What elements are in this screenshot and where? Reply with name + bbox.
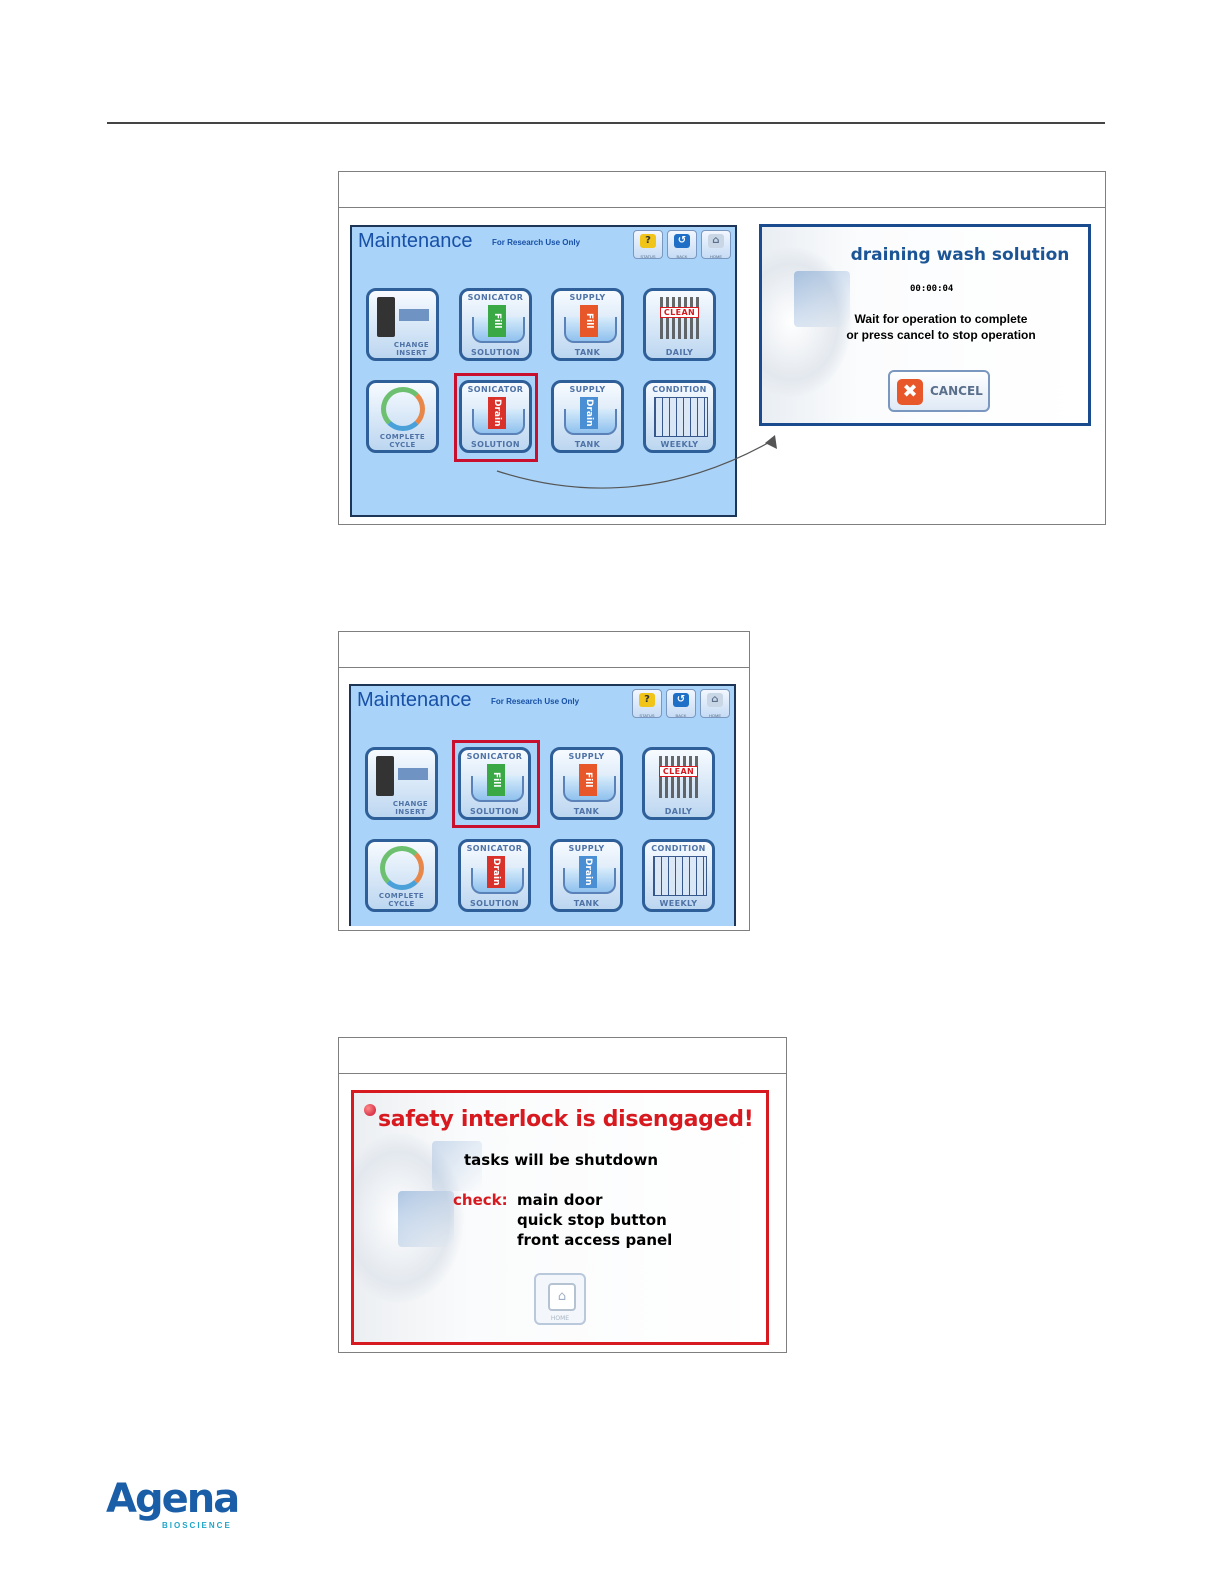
maintenance-screen: Maintenance For Research Use Only ? STAT…	[349, 684, 736, 926]
tile-supply-drain[interactable]: SUPPLY Drain TANK	[550, 839, 623, 912]
figure-safety-interlock: safety interlock is disengaged! tasks wi…	[338, 1037, 787, 1353]
tile-complete-cycle[interactable]: COMPLETE CYCLE	[366, 380, 439, 453]
drain-arrow-icon: Drain	[580, 397, 598, 429]
draining-dialog: draining wash solution 00:00:04 Wait for…	[759, 224, 1091, 426]
home-button[interactable]: ⌂ HOME	[534, 1273, 586, 1325]
arrow-left-icon	[399, 309, 429, 321]
back-icon: ↺	[673, 693, 689, 707]
check-label: check:	[453, 1191, 508, 1209]
dna-helix-icon	[794, 271, 850, 327]
tile-complete-cycle[interactable]: COMPLETE CYCLE	[365, 839, 438, 912]
arrow-left-icon	[398, 768, 428, 780]
fill-arrow-icon: Fill	[487, 764, 505, 796]
ruo-label: For Research Use Only	[492, 238, 581, 247]
maintenance-screen: Maintenance For Research Use Only ? STAT…	[350, 225, 737, 517]
dialog-title: draining wash solution	[850, 245, 1070, 265]
figure-header	[339, 632, 749, 668]
home-button[interactable]: ⌂ HOME	[700, 689, 730, 718]
status-icon: ?	[640, 234, 656, 248]
dna-helix-icon	[398, 1191, 454, 1247]
safety-dialog: safety interlock is disengaged! tasks wi…	[351, 1090, 769, 1345]
fill-arrow-icon: Fill	[580, 305, 598, 337]
tile-clean-daily[interactable]: CLEAN DAILY	[643, 288, 716, 361]
fill-arrow-icon: Fill	[579, 764, 597, 796]
cancel-button[interactable]: ✖ CANCEL	[888, 370, 990, 412]
tile-condition-weekly[interactable]: CONDITION WEEKLY	[642, 839, 715, 912]
tile-condition-weekly[interactable]: CONDITION WEEKLY	[643, 380, 716, 453]
face-graphic	[354, 1133, 464, 1303]
drain-arrow-icon: Drain	[579, 856, 597, 888]
tile-sonicator-fill[interactable]: SONICATOR Fill SOLUTION	[459, 288, 532, 361]
status-button[interactable]: ? STATUS	[632, 689, 662, 718]
alert-subtitle: tasks will be shutdown	[464, 1151, 659, 1169]
dialog-message-line-2: or press cancel to stop operation	[846, 328, 1036, 342]
page-title: Maintenance	[358, 230, 473, 252]
figure-maintenance-fill: Maintenance For Research Use Only ? STAT…	[338, 631, 750, 931]
drain-arrow-icon: Drain	[487, 856, 505, 888]
tile-sonicator-fill[interactable]: SONICATOR Fill SOLUTION	[458, 747, 531, 820]
ruo-label: For Research Use Only	[491, 697, 580, 706]
close-icon: ✖	[897, 379, 923, 405]
status-button[interactable]: ? STATUS	[633, 230, 663, 259]
highlight-fill-solution	[452, 740, 540, 828]
logo-wordmark: Agena	[106, 1476, 240, 1522]
home-button[interactable]: ⌂ HOME	[701, 230, 731, 259]
insert-icon	[376, 756, 394, 796]
transition-arrow	[496, 435, 777, 489]
dna-helix-icon	[432, 1141, 482, 1191]
tile-sonicator-drain[interactable]: SONICATOR Drain SOLUTION	[459, 380, 532, 453]
check-item: front access panel	[517, 1231, 673, 1249]
tile-supply-fill[interactable]: SUPPLY Fill TANK	[550, 747, 623, 820]
home-icon: ⌂	[708, 234, 724, 248]
check-item: quick stop button	[517, 1211, 667, 1229]
pins-icon	[660, 297, 700, 339]
tile-clean-daily[interactable]: CLEAN DAILY	[642, 747, 715, 820]
drain-arrow-icon: Drain	[488, 397, 506, 429]
figure-maintenance-draining: Maintenance For Research Use Only ? STAT…	[338, 171, 1106, 525]
tile-sonicator-drain[interactable]: SONICATOR Drain SOLUTION	[458, 839, 531, 912]
fill-arrow-icon: Fill	[488, 305, 506, 337]
tile-supply-drain[interactable]: SUPPLY Drain TANK	[551, 380, 624, 453]
back-icon: ↺	[674, 234, 690, 248]
grid-icon	[653, 856, 707, 896]
back-button[interactable]: ↺ BACK	[666, 689, 696, 718]
highlight-drain-solution	[454, 373, 538, 462]
figure-header	[339, 172, 1105, 208]
agena-logo: Agena BIOSCIENCE	[106, 1476, 240, 1530]
logo-subtitle: BIOSCIENCE	[162, 1521, 232, 1530]
insert-icon	[377, 297, 395, 337]
tile-change-insert[interactable]: CHANGE INSERT	[366, 288, 439, 361]
home-icon: ⌂	[548, 1283, 576, 1311]
grid-icon	[654, 397, 708, 437]
cycle-icon	[381, 387, 425, 431]
figure-header	[339, 1038, 786, 1074]
header-rule	[107, 122, 1105, 124]
check-item: main door	[517, 1191, 603, 1209]
timer: 00:00:04	[910, 284, 954, 294]
home-icon: ⌂	[707, 693, 723, 707]
back-button[interactable]: ↺ BACK	[667, 230, 697, 259]
alert-dot-icon	[364, 1104, 376, 1116]
tile-change-insert[interactable]: CHANGE INSERT	[365, 747, 438, 820]
page-title: Maintenance	[357, 689, 472, 711]
dialog-message-line-1: Wait for operation to complete	[854, 312, 1028, 326]
pins-icon	[659, 756, 699, 798]
cycle-icon	[380, 846, 424, 890]
alert-title: safety interlock is disengaged!	[378, 1107, 754, 1132]
status-icon: ?	[639, 693, 655, 707]
tile-supply-fill[interactable]: SUPPLY Fill TANK	[551, 288, 624, 361]
